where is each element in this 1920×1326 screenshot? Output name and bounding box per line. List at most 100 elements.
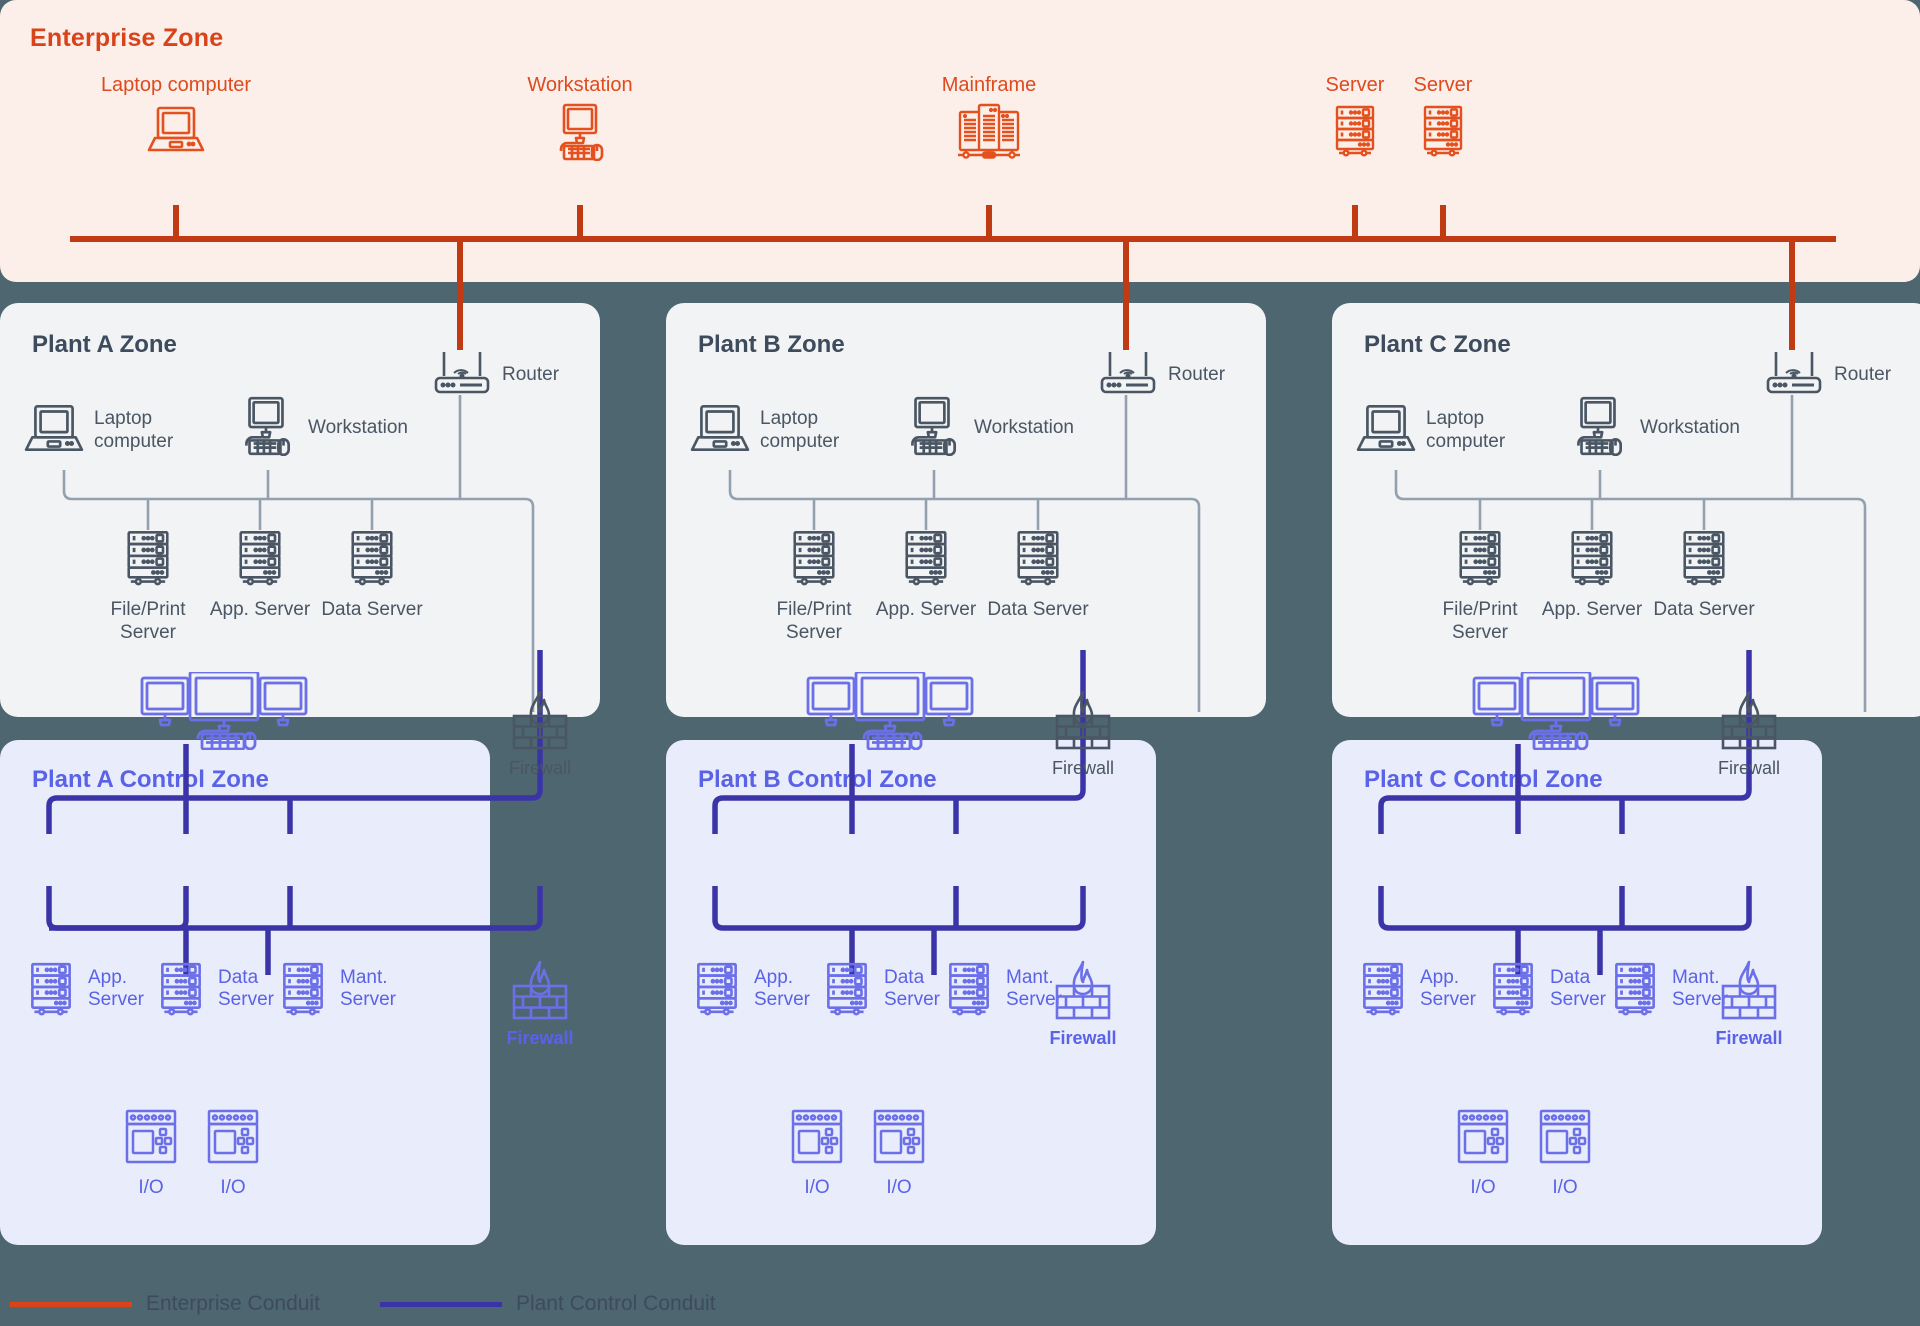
server-icon (905, 531, 947, 586)
control-c-server-app[interactable]: App. Server (1354, 960, 1492, 1018)
control-server-label: Mant. Server (1006, 966, 1062, 1010)
firewall-plant-a-upper[interactable]: Firewall (504, 690, 576, 779)
plant-router-label: Router (1834, 364, 1892, 386)
plant-host-label: Workstation (308, 417, 408, 439)
firewall-icon (1055, 690, 1111, 750)
plant-a-laptop[interactable]: Laptop computer (22, 400, 194, 461)
control-a-server-app[interactable]: App. Server (22, 960, 160, 1018)
control-b-io-2[interactable]: I/O (870, 1108, 928, 1199)
server-icon (1373, 103, 1513, 159)
plant-c-workstation[interactable]: Workstation (1564, 396, 1740, 461)
control-c-server-data[interactable]: Data Server (1484, 960, 1622, 1018)
plant-host-label: Workstation (974, 417, 1074, 439)
plant-b-router[interactable]: Router (1096, 350, 1225, 401)
control-b-server-app[interactable]: App. Server (688, 960, 826, 1018)
io-label: I/O (138, 1177, 164, 1198)
control-a-io-1[interactable]: I/O (122, 1108, 180, 1199)
plant-c-server-app[interactable]: App. Server (1532, 528, 1652, 622)
control-server-label: App. Server (754, 966, 810, 1010)
plant-router-label: Router (1168, 364, 1226, 386)
server-icon (697, 962, 737, 1016)
firewall-label: Firewall (508, 758, 571, 778)
io-module-icon (207, 1109, 259, 1164)
multi-monitor-workstation-icon (140, 670, 310, 755)
firewall-plant-b-upper[interactable]: Firewall (1047, 690, 1119, 779)
firewall-control-b[interactable]: Firewall (1047, 960, 1119, 1049)
plant-b-laptop[interactable]: Laptop computer (688, 400, 860, 461)
plant-b-server-fileprint[interactable]: File/Print Server (754, 528, 874, 645)
control-zone-title: Plant A Control Zone (32, 766, 269, 793)
enterprise-node-label: Server (1325, 74, 1385, 96)
control-zone-title: Plant C Control Zone (1364, 766, 1603, 793)
enterprise-node-mainframe[interactable]: Mainframe (899, 74, 1079, 161)
control-b-server-mant[interactable]: Mant. Server (940, 960, 1086, 1018)
legend: Enterprise Conduit Plant Control Conduit (10, 1292, 776, 1316)
firewall-label: Firewall (1715, 1028, 1783, 1048)
control-a-io-2[interactable]: I/O (204, 1108, 262, 1199)
control-server-label: App. Server (88, 966, 144, 1010)
io-label: I/O (1552, 1177, 1578, 1198)
io-module-icon (873, 1109, 925, 1164)
io-label: I/O (220, 1177, 246, 1198)
enterprise-node-server-2[interactable]: Server (1373, 74, 1513, 159)
legend-label: Enterprise Conduit (146, 1292, 320, 1315)
router-icon (430, 350, 494, 401)
laptop-icon (22, 400, 86, 461)
plant-c-laptop[interactable]: Laptop computer (1354, 400, 1526, 461)
plant-host-label: Workstation (1640, 417, 1740, 439)
plant-b-server-app[interactable]: App. Server (866, 528, 986, 622)
plant-b-workstation[interactable]: Workstation (898, 396, 1074, 461)
io-module-icon (1539, 1109, 1591, 1164)
firewall-icon (512, 960, 568, 1020)
plant-a-server-app[interactable]: App. Server (200, 528, 320, 622)
enterprise-node-laptop[interactable]: Laptop computer (86, 74, 266, 155)
router-icon (1762, 350, 1826, 401)
control-a-server-mant[interactable]: Mant. Server (274, 960, 420, 1018)
control-c-hmi[interactable] (1472, 670, 1642, 755)
legend-item-plant-control-conduit: Plant Control Conduit (379, 1292, 716, 1316)
workstation-icon (1564, 396, 1632, 461)
control-b-io-1[interactable]: I/O (788, 1108, 846, 1199)
plant-a-router[interactable]: Router (430, 350, 559, 401)
server-icon (283, 962, 323, 1016)
control-a-hmi[interactable] (140, 670, 310, 755)
control-c-server-mant[interactable]: Mant. Server (1606, 960, 1752, 1018)
enterprise-node-server-1[interactable]: Server (1285, 74, 1425, 159)
workstation-icon (490, 103, 670, 161)
enterprise-node-workstation[interactable]: Workstation (490, 74, 670, 161)
plant-c-server-data[interactable]: Data Server (1644, 528, 1764, 622)
plant-server-label: Data Server (321, 599, 423, 620)
control-server-label: App. Server (1420, 966, 1476, 1010)
io-label: I/O (886, 1177, 912, 1198)
io-module-icon (125, 1109, 177, 1164)
server-icon (127, 531, 169, 586)
control-c-io-1[interactable]: I/O (1454, 1108, 1512, 1199)
plant-host-label: Laptop computer (1426, 408, 1506, 452)
enterprise-node-label: Server (1413, 74, 1473, 96)
firewall-icon (1055, 960, 1111, 1020)
enterprise-zone-title: Enterprise Zone (30, 24, 224, 52)
control-b-hmi[interactable] (806, 670, 976, 755)
plant-zone-title: Plant A Zone (32, 331, 177, 358)
control-b-server-data[interactable]: Data Server (818, 960, 956, 1018)
server-icon (1683, 531, 1725, 586)
plant-a-workstation[interactable]: Workstation (232, 396, 408, 461)
control-a-server-data[interactable]: Data Server (152, 960, 290, 1018)
firewall-control-a[interactable]: Firewall (504, 960, 576, 1049)
plant-a-server-fileprint[interactable]: File/Print Server (88, 528, 208, 645)
plant-c-server-fileprint[interactable]: File/Print Server (1420, 528, 1540, 645)
server-icon (31, 962, 71, 1016)
plant-b-server-data[interactable]: Data Server (978, 528, 1098, 622)
plant-a-server-data[interactable]: Data Server (312, 528, 432, 622)
plant-server-label: Data Server (987, 599, 1089, 620)
plant-zone-title: Plant B Zone (698, 331, 845, 358)
firewall-plant-c-upper[interactable]: Firewall (1713, 690, 1785, 779)
server-icon (793, 531, 835, 586)
control-server-label: Data Server (218, 966, 274, 1010)
control-server-label: Data Server (1550, 966, 1606, 1010)
firewall-control-c[interactable]: Firewall (1713, 960, 1785, 1049)
server-icon (949, 962, 989, 1016)
control-c-io-2[interactable]: I/O (1536, 1108, 1594, 1199)
server-icon (1285, 103, 1425, 159)
plant-c-router[interactable]: Router (1762, 350, 1891, 401)
